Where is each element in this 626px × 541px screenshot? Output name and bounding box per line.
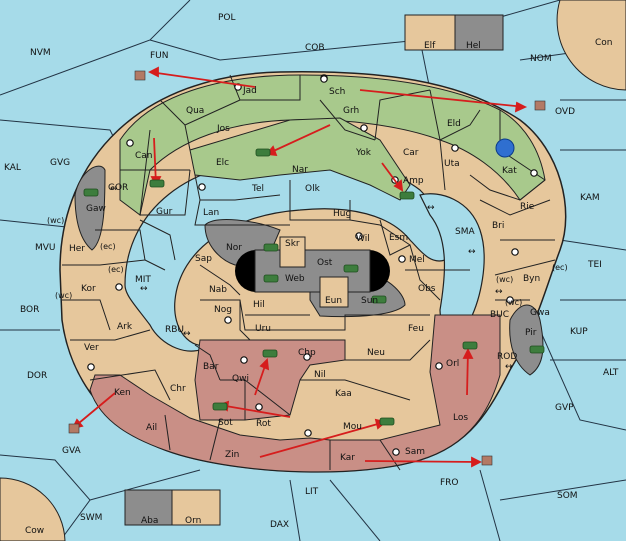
region-con[interactable] <box>556 0 626 91</box>
fleet-icon[interactable] <box>68 423 80 434</box>
units <box>68 70 546 466</box>
green-inner <box>189 117 411 201</box>
tank-icon[interactable] <box>529 345 545 354</box>
tank-icon[interactable] <box>212 402 228 411</box>
region-eun[interactable] <box>319 276 349 308</box>
fleet-icon[interactable] <box>481 455 493 466</box>
region-aba[interactable] <box>124 489 173 526</box>
region-skr[interactable] <box>279 236 306 268</box>
tank-icon[interactable] <box>462 341 478 350</box>
fleet-icon[interactable] <box>134 70 146 81</box>
tank-icon[interactable] <box>263 243 279 252</box>
tank-icon[interactable] <box>263 274 279 283</box>
region-hel[interactable] <box>454 14 504 51</box>
tank-icon[interactable] <box>255 148 271 157</box>
region-cow[interactable] <box>0 477 66 541</box>
fleet-icon[interactable] <box>534 100 546 111</box>
land-borders <box>62 74 556 471</box>
supply-centers <box>87 74 538 456</box>
tank-icon[interactable] <box>379 417 395 426</box>
tank-icon[interactable] <box>343 264 359 273</box>
region-pir[interactable] <box>509 304 544 376</box>
region-gaw[interactable] <box>74 165 106 251</box>
tank-icon[interactable] <box>371 295 387 304</box>
unit-kat-icon[interactable] <box>495 138 515 158</box>
tank-icon[interactable] <box>149 179 165 188</box>
tank-icon[interactable] <box>399 191 415 200</box>
tank-icon[interactable] <box>83 188 99 197</box>
tank-icon[interactable] <box>262 349 278 358</box>
